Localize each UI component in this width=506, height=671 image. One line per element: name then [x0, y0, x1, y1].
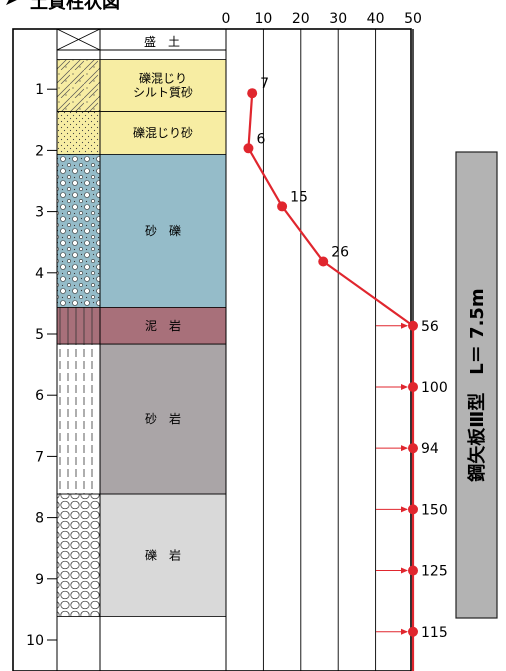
n-value-label: 100: [421, 380, 448, 396]
capped-arrow-head: [401, 383, 408, 390]
layer-name: 礫混じり砂: [133, 125, 193, 140]
depth-tick-label: 4: [35, 266, 44, 282]
column-lines: [56, 29, 227, 671]
soil-layer: 砂 岩: [56, 343, 227, 495]
capped-arrow-head: [401, 322, 408, 329]
depth-tick-label: 5: [35, 327, 44, 343]
n-value-label: 115: [421, 625, 448, 641]
capped-arrow-head: [401, 628, 408, 635]
depth-tick-label: 7: [35, 449, 44, 465]
depth-tick-label: 3: [35, 205, 44, 221]
sheet-pile-box: 鋼矢板Ⅲ型 L＝ 7.5m: [455, 151, 498, 619]
n-axis-tick-label: 20: [292, 11, 310, 27]
depth-tick-label: 8: [35, 511, 44, 527]
layer-fill: [99, 493, 227, 617]
n-value-point: [277, 201, 288, 212]
n-axis-tick-label: 50: [404, 11, 422, 27]
n-value-point: [408, 443, 418, 454]
layer-pattern: [56, 343, 101, 495]
layer-fill: [99, 153, 227, 308]
depth-axis: 1 2 3 4 5 6 7 8 9 10: [26, 82, 57, 649]
layer-name: 礫 岩: [145, 547, 181, 562]
n-axis-tick-label: 10: [254, 11, 272, 27]
depth-tick-label: 2: [35, 143, 44, 159]
sheet-pile-label: 鋼矢板Ⅲ型 L＝ 7.5m: [466, 288, 488, 482]
layer-name: 泥 岩: [145, 318, 181, 333]
depth-tick-label: 1: [35, 82, 44, 98]
layer-pattern: [56, 59, 101, 112]
n-value-point: [318, 256, 329, 267]
title-group: ➤ 土質柱状図: [4, 0, 120, 13]
n-value-line: [247, 93, 415, 632]
n-value-label: 6: [256, 131, 265, 147]
n-value-label: 15: [290, 189, 308, 205]
capped-arrow-head: [401, 445, 408, 452]
column-header-label: 盛 土: [144, 34, 180, 49]
n-value-point: [408, 320, 418, 331]
n-axis-tick-label: 0: [222, 11, 231, 27]
depth-tick-label: 9: [35, 572, 44, 588]
n-axis-tick-label: 40: [367, 11, 385, 27]
n-value-point: [408, 565, 418, 576]
n-value-label: 94: [421, 441, 439, 457]
n-axis-ticks: 0 10 20 30 40 50: [222, 11, 422, 27]
n-value-point: [243, 143, 254, 154]
capped-arrow-head: [401, 567, 408, 574]
n-value-grid: [262, 29, 414, 671]
n-value-point: [408, 381, 418, 392]
layer-fill: [99, 306, 227, 345]
layer-name: 砂 岩: [145, 411, 181, 426]
capped-value-arrows: [376, 322, 408, 635]
depth-tick-label: 10: [26, 633, 44, 649]
soil-layer: 礫混じり砂: [56, 111, 227, 155]
soil-layer: 砂 礫: [56, 153, 227, 308]
log-frame: [12, 28, 412, 671]
n-value-label: 150: [421, 502, 448, 518]
n-axis-tick-label: 30: [329, 11, 347, 27]
n-value-label: 26: [331, 245, 349, 261]
pattern-header: [56, 28, 101, 51]
figure-title: 土質柱状図: [30, 0, 120, 13]
n-value-label: 125: [421, 564, 448, 580]
soil-layer: 礫 岩: [56, 493, 227, 617]
n-value-label: 56: [421, 319, 439, 335]
layer-pattern: [56, 493, 101, 617]
depth-tick-label: 6: [35, 388, 44, 404]
n-value-label: 7: [260, 76, 269, 92]
n-value-point: [247, 88, 258, 99]
n-value-points: 7 6 15 26 56 100 94 150 125 115: [243, 76, 448, 641]
capped-arrow-head: [401, 506, 408, 513]
layer-pattern: [56, 153, 101, 308]
soil-layer: 泥 岩: [56, 306, 227, 345]
layer-name: 礫混じり: [139, 71, 187, 86]
layer-pattern: [56, 306, 101, 345]
layer-name: 砂 礫: [145, 223, 181, 238]
layer-pattern: [56, 111, 101, 155]
n-value-point: [408, 504, 418, 515]
layer-name: シルト質砂: [133, 85, 193, 100]
title-arrow: ➤: [4, 0, 19, 10]
